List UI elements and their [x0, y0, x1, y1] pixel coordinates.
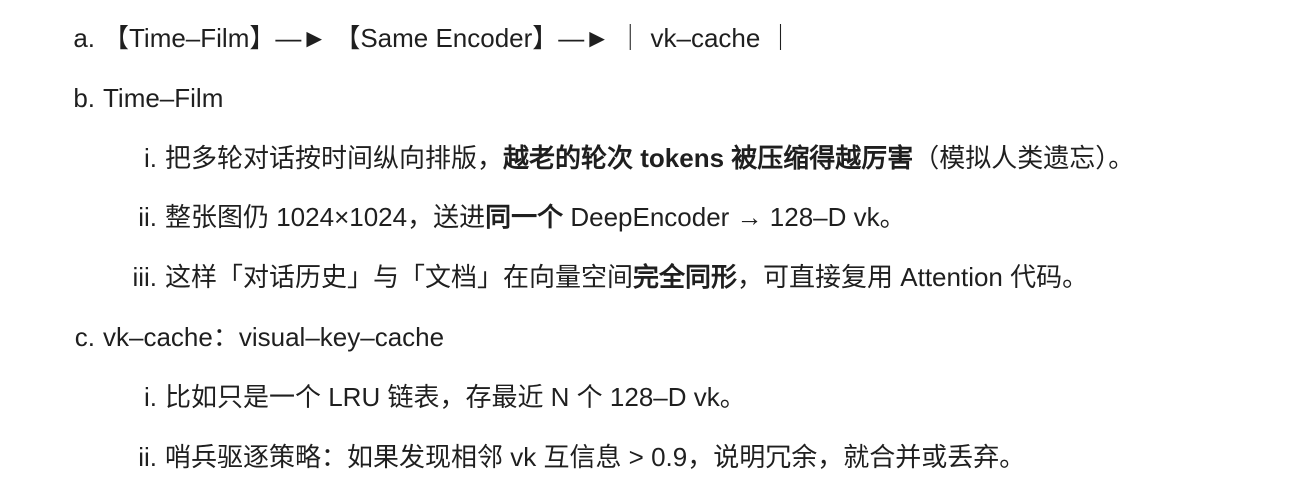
list-item-text: 哨兵驱逐策略：如果发现相邻 vk 互信息 > 0.9，说明冗余，就合并或丢弃。: [165, 442, 1026, 472]
text-segment: 整张图仍 1024×1024，送进: [165, 202, 486, 232]
list-item-text: 整张图仍 1024×1024，送进同一个 DeepEncoder → 128–D…: [165, 187, 906, 247]
list-item-text: 把多轮对话按时间纵向排版，越老的轮次 tokens 被压缩得越厉害（模拟人类遗忘…: [165, 128, 1134, 188]
list-marker: ii.: [138, 442, 157, 472]
bold-segment: 同一个: [485, 202, 564, 232]
bold-segment: 完全同形: [633, 262, 738, 292]
list-item-text: 比如只是一个 LRU 链表，存最近 N 个 128–D vk。: [165, 382, 746, 412]
list-marker: c.: [74, 322, 95, 352]
list-marker: a.: [73, 23, 95, 53]
list-marker: b.: [73, 83, 95, 113]
list-marker: i.: [144, 382, 157, 412]
list-marker: i.: [144, 143, 157, 173]
text-segment: DeepEncoder → 128–D vk。: [563, 202, 906, 232]
list-item-text: 【Time–Film】—► 【Same Encoder】—► ｜ vk–cach…: [103, 23, 794, 53]
bold-segment: 越老的轮次 tokens 被压缩得越厉害: [503, 143, 914, 173]
text-segment: 把多轮对话按时间纵向排版，: [165, 143, 504, 173]
list-marker: iii.: [132, 262, 157, 292]
list-item-text: vk–cache：visual–key–cache: [103, 322, 445, 352]
text-segment: 这样「对话历史」与「文档」在向量空间: [165, 262, 634, 292]
list-marker: ii.: [138, 202, 157, 232]
text-segment: （模拟人类遗忘）。: [913, 143, 1135, 173]
text-segment: ，可直接复用 Attention 代码。: [737, 262, 1089, 292]
list-item-text: 这样「对话历史」与「文档」在向量空间完全同形，可直接复用 Attention 代…: [165, 247, 1088, 307]
list-item-text: Time–Film: [103, 83, 224, 113]
